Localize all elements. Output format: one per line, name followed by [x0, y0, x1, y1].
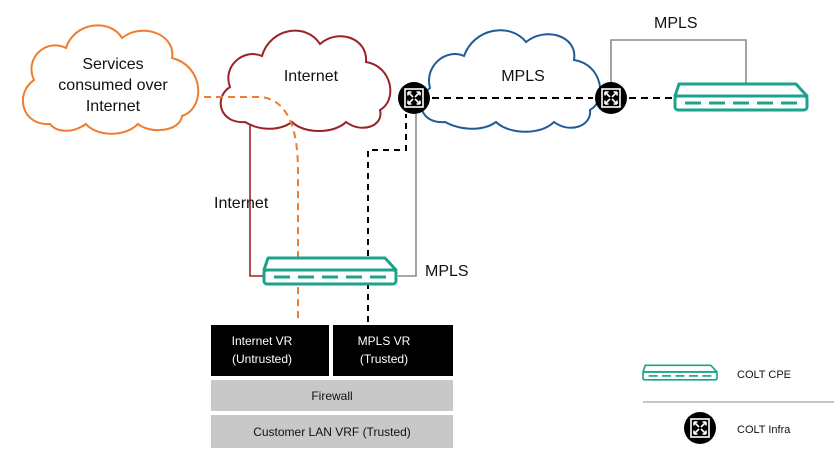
firewall-box: [211, 380, 453, 411]
services-cloud: [21, 24, 200, 135]
legend-infra-label: COLT Infra: [737, 424, 791, 436]
orange-dashed-path: [204, 96, 299, 322]
mpls-link-label-top: MPLS: [654, 15, 698, 32]
internet-link-label: Internet: [214, 195, 269, 212]
legend-cpe-label: COLT CPE: [737, 369, 791, 381]
internet-cloud: [219, 29, 392, 132]
services-cloud-label-line2: consumed over: [58, 77, 168, 94]
services-cloud-label-line1: Services: [82, 56, 143, 73]
mpls-vr-box: [333, 325, 453, 376]
legend-infra-icon: [683, 411, 717, 445]
mpls-link-remote: [610, 39, 747, 84]
internet-vr-box: [211, 325, 329, 376]
services-cloud-label-line3: Internet: [86, 98, 141, 115]
internet-vr-line2: (Untrusted): [232, 352, 292, 366]
internet-link: [249, 124, 266, 277]
mpls-cloud-label: MPLS: [501, 68, 545, 85]
mpls-vr-line2: (Trusted): [360, 352, 408, 366]
colt-cpe-icon-site: [262, 256, 398, 286]
internet-vr-line1: Internet VR: [232, 334, 293, 348]
firewall-label: Firewall: [311, 389, 352, 403]
mpls-dashed-path: [367, 114, 407, 322]
mpls-vr-line1: MPLS VR: [358, 334, 411, 348]
mpls-cloud: [420, 29, 602, 133]
colt-infra-icon-mpls: [594, 81, 628, 115]
customer-lan-box: [211, 415, 453, 448]
mpls-link-cpe: [398, 114, 417, 277]
colt-cpe-icon-remote: [673, 82, 809, 112]
mpls-link-label-bottom: MPLS: [425, 263, 469, 280]
colt-infra-icon-internet: [397, 81, 431, 115]
internet-cloud-label: Internet: [284, 68, 339, 85]
customer-lan-label: Customer LAN VRF (Trusted): [253, 425, 411, 439]
legend-cpe-icon: [642, 364, 718, 381]
